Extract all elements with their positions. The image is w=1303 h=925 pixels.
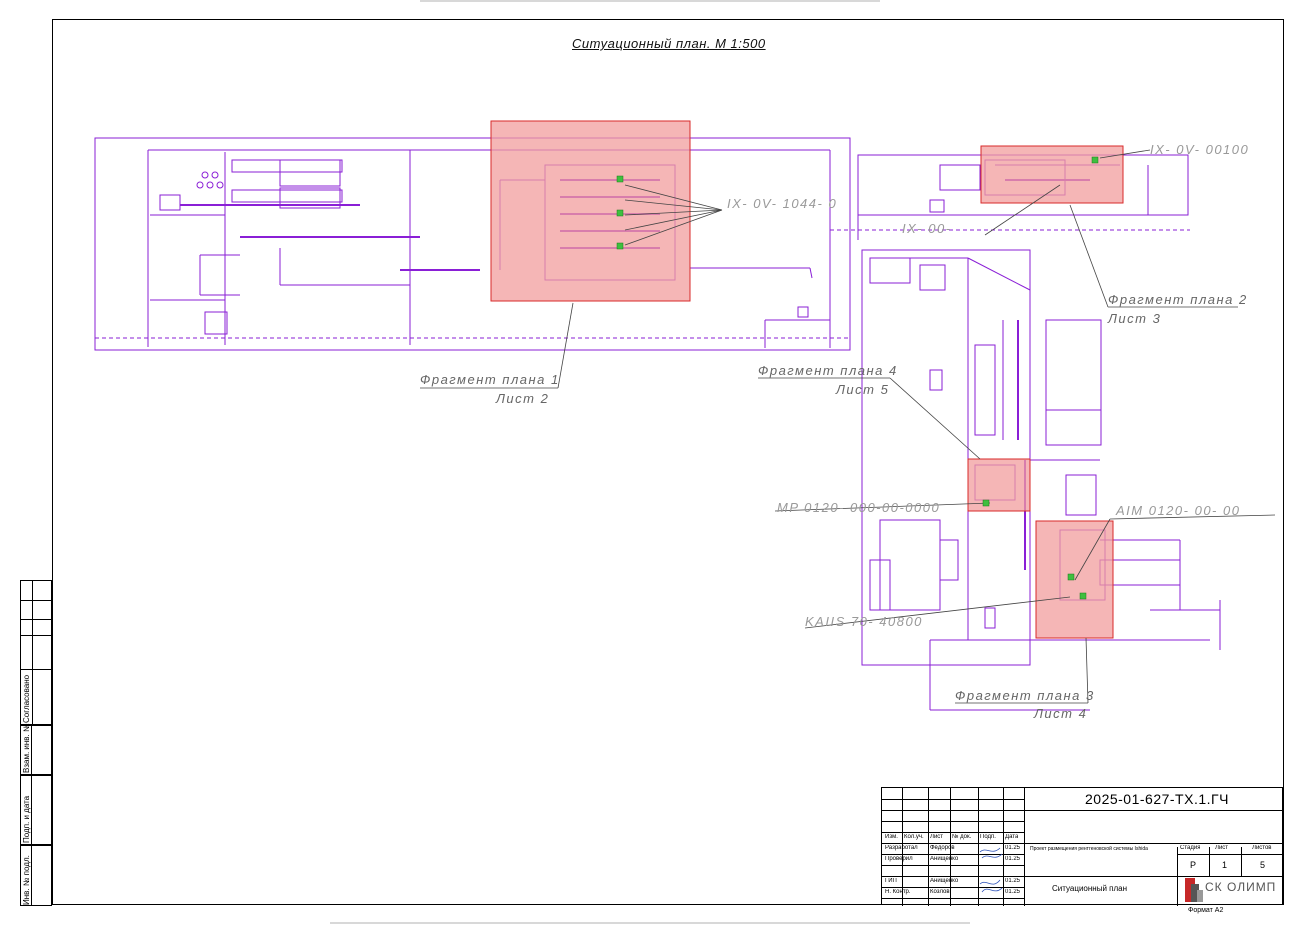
callout-fragment-3-name: Фрагмент плана 3 bbox=[955, 688, 1095, 703]
page-bottom-edge bbox=[330, 922, 970, 924]
approval-stamp-column: Согласовано Взам. инв. № Подп. и дата Ин… bbox=[20, 580, 52, 906]
stamp-label-agreed: Согласовано bbox=[22, 674, 31, 723]
tb-name-checker: Анищенко bbox=[930, 856, 959, 862]
tb-header-doc: № док. bbox=[952, 834, 972, 840]
company-name: СК ОЛИМП bbox=[1205, 880, 1277, 894]
callout-fragment-1-name: Фрагмент плана 1 bbox=[420, 372, 560, 387]
tb-header-qty: Кол.уч. bbox=[904, 834, 924, 840]
tb-stage-value: Р bbox=[1190, 860, 1197, 870]
tb-name-gip: Анищенко bbox=[930, 878, 959, 884]
document-number: 2025-01-627-ТХ.1.ГЧ bbox=[1085, 791, 1229, 807]
building-outline-main bbox=[94, 137, 851, 351]
callout-fragment-1-sheet: Лист 2 bbox=[496, 391, 550, 406]
tb-stage-header: Стадия bbox=[1180, 845, 1201, 851]
tb-date-developer: 01.25 bbox=[1005, 845, 1021, 851]
tb-project-name: Проект размещения рентгеновской системы … bbox=[1030, 846, 1148, 852]
equipment-tag-4: MP 0120- 000-00-0000 bbox=[777, 500, 941, 515]
title-block: Изм. Кол.уч. Лист № док. Подп. Дата Разр… bbox=[881, 787, 1284, 906]
signature-marks bbox=[979, 847, 1003, 893]
tb-sheet-value: 1 bbox=[1222, 860, 1228, 870]
tb-name-developer: Фёдоров bbox=[930, 845, 955, 851]
callout-fragment-3-sheet: Лист 4 bbox=[1034, 706, 1088, 721]
equipment-tag-6: KAIIS 70- 40800 bbox=[805, 614, 923, 629]
equipment-tag-5: AIM 0120- 00- 00 bbox=[1116, 503, 1241, 518]
stamp-label-sign-date: Подп. и дата bbox=[22, 795, 31, 843]
stamp-label-inv-number: Инв. № подл. bbox=[22, 855, 31, 905]
tb-header-date: Дата bbox=[1005, 834, 1019, 840]
tb-header-change: Изм. bbox=[885, 834, 898, 840]
equipment-tag-3: IX- 00- bbox=[902, 221, 952, 236]
equipment-tag-1: IX- 0V- 1044- 0 bbox=[727, 196, 838, 211]
callout-fragment-2-name: Фрагмент плана 2 bbox=[1108, 292, 1248, 307]
callout-fragment-2-sheet: Лист 3 bbox=[1108, 311, 1162, 326]
callout-fragment-4-name: Фрагмент плана 4 bbox=[758, 363, 898, 378]
tb-header-sheet: Лист bbox=[930, 834, 944, 840]
highlight-fragment-3 bbox=[1035, 520, 1114, 639]
page-top-edge bbox=[420, 0, 880, 2]
drawing-frame bbox=[52, 19, 1284, 905]
highlight-fragment-4 bbox=[967, 458, 1031, 512]
tb-role-developer: Разработал bbox=[885, 845, 918, 851]
tb-date-checker: 01.25 bbox=[1005, 856, 1021, 862]
company-logo: СК ОЛИМП bbox=[1183, 876, 1281, 904]
tb-role-checker: Проверил bbox=[885, 856, 913, 862]
tb-header-sign: Подп. bbox=[980, 834, 996, 840]
tb-name-norm-control: Козлов bbox=[930, 889, 950, 895]
company-logo-icon bbox=[1185, 878, 1203, 902]
sheet-format: Формат А2 bbox=[1188, 907, 1224, 914]
callout-fragment-4-sheet: Лист 5 bbox=[836, 382, 890, 397]
highlight-fragment-2 bbox=[980, 145, 1124, 204]
tb-sheets-value: 5 bbox=[1260, 860, 1266, 870]
tb-date-norm-control: 01.25 bbox=[1005, 889, 1021, 895]
highlight-fragment-1 bbox=[490, 120, 691, 302]
tb-sheet-header: Лист bbox=[1215, 845, 1229, 851]
equipment-tag-2: IX- 0V- 00100 bbox=[1150, 142, 1250, 157]
tb-role-norm-control: Н. Контр. bbox=[885, 889, 911, 895]
tb-role-gip: ГИП bbox=[885, 878, 897, 884]
stamp-label-replacement-inv: Взам. инв. № bbox=[22, 723, 31, 773]
tb-date-gip: 01.25 bbox=[1005, 878, 1021, 884]
tb-sheets-header: Листов bbox=[1252, 845, 1272, 851]
tb-sheet-title: Ситуационный план bbox=[1052, 884, 1128, 893]
plan-title: Ситуационный план. М 1:500 bbox=[572, 36, 766, 51]
